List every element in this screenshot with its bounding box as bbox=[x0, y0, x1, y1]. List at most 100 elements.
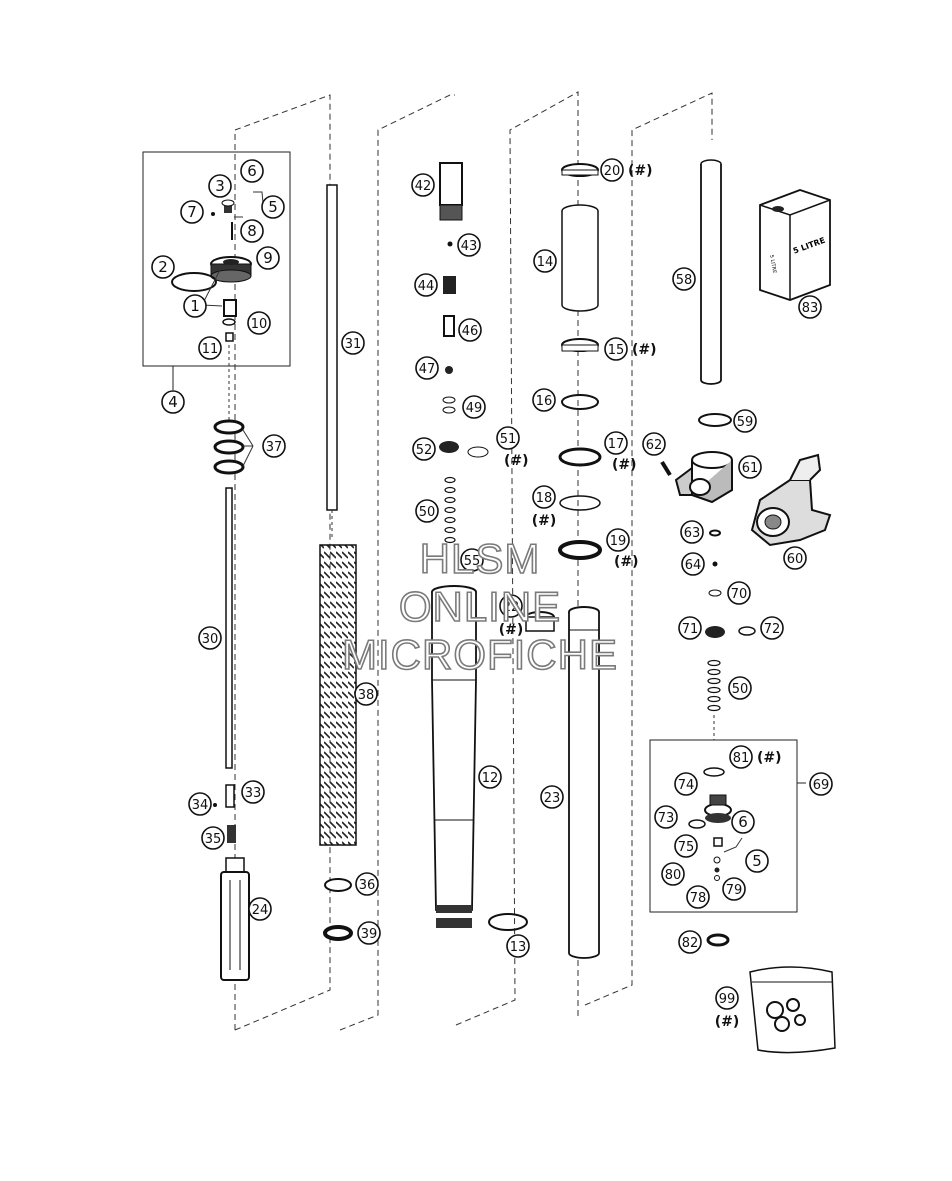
callout-number: 43 bbox=[461, 239, 478, 254]
callout-circle bbox=[661, 862, 685, 886]
callout-circle bbox=[738, 455, 762, 479]
callout-60: 60 bbox=[783, 546, 807, 570]
callout-number: 5 bbox=[268, 198, 278, 216]
callout-7: 7 bbox=[180, 200, 204, 224]
callout-42: 42 bbox=[411, 173, 435, 197]
callout-note: (#) bbox=[614, 554, 639, 570]
callout-circle bbox=[198, 336, 222, 360]
callout-5: 5 bbox=[261, 195, 285, 219]
callout-number: 35 bbox=[205, 832, 222, 847]
callout-number: 64 bbox=[685, 558, 702, 573]
leader-lines bbox=[201, 191, 743, 853]
callout-number: 49 bbox=[466, 401, 483, 416]
callout-circle bbox=[411, 173, 435, 197]
callout-circle bbox=[506, 934, 530, 958]
callout-number: 14 bbox=[537, 255, 554, 270]
column-separators bbox=[234, 91, 713, 1031]
callout-34: 34 bbox=[188, 792, 212, 816]
callout-18: 18(#) bbox=[532, 485, 556, 529]
watermark-line-1: HLSM bbox=[419, 535, 541, 582]
callout-number: 2 bbox=[158, 258, 168, 276]
callout-number: 7 bbox=[187, 203, 197, 221]
callout-number: 60 bbox=[787, 552, 804, 567]
callout-circle bbox=[412, 437, 436, 461]
callout-circle bbox=[458, 318, 482, 342]
callout-33: 33 bbox=[241, 780, 265, 804]
callout-note: (#) bbox=[715, 1014, 740, 1030]
callout-circle bbox=[604, 337, 628, 361]
callout-circle bbox=[783, 546, 807, 570]
callout-circle bbox=[731, 810, 755, 834]
callout-circle bbox=[241, 780, 265, 804]
callout-circle bbox=[604, 431, 628, 455]
callout-circle bbox=[798, 295, 822, 319]
callout-note: (#) bbox=[504, 453, 529, 469]
callout-circle bbox=[262, 434, 286, 458]
callout-note: (#) bbox=[612, 457, 637, 473]
callout-72: 72 bbox=[760, 616, 784, 640]
callout-number: 11 bbox=[202, 342, 219, 357]
callout-number: 19 bbox=[610, 534, 627, 549]
callout-number: 39 bbox=[361, 927, 378, 942]
watermark-line-2: ONLINE bbox=[398, 583, 562, 630]
part-60-clamp bbox=[750, 453, 832, 547]
callout-46: 46 bbox=[458, 318, 482, 342]
part-99-seal-kit-bag bbox=[749, 966, 836, 1054]
callout-number: 8 bbox=[247, 222, 257, 240]
callout-19: 19 (#) bbox=[606, 528, 639, 570]
callout-6: 6 bbox=[240, 159, 264, 183]
callout-39: 39 bbox=[357, 921, 381, 945]
left-column-parts bbox=[213, 419, 250, 981]
callout-9: 9 bbox=[256, 246, 280, 270]
callout-69: 69 bbox=[809, 772, 833, 796]
part-30-rod bbox=[225, 487, 233, 769]
callout-number: 24 bbox=[252, 903, 269, 918]
callout-10: 10 bbox=[247, 311, 271, 335]
callout-37: 37 bbox=[262, 434, 286, 458]
callout-44: 44 bbox=[414, 273, 438, 297]
callout-number: 42 bbox=[415, 179, 432, 194]
callout-1: 1 bbox=[183, 294, 207, 318]
callout-43: 43 bbox=[457, 233, 481, 257]
column-3-parts bbox=[431, 162, 528, 931]
callout-circle bbox=[161, 390, 185, 414]
callout-number: 4 bbox=[168, 393, 178, 411]
callout-circle bbox=[674, 834, 698, 858]
callout-64: 64 bbox=[681, 552, 705, 576]
part-23-inner-tube bbox=[568, 606, 600, 959]
part-24-cartridge bbox=[220, 857, 250, 981]
callout-circle bbox=[760, 616, 784, 640]
callout-number: 51 bbox=[500, 432, 517, 447]
callout-number: 31 bbox=[345, 337, 362, 352]
callout-circle bbox=[727, 581, 751, 605]
callout-circle bbox=[606, 528, 630, 552]
callout-circle bbox=[355, 872, 379, 896]
callout-11: 11 bbox=[198, 336, 222, 360]
callout-circle bbox=[672, 267, 696, 291]
callout-circle bbox=[532, 388, 556, 412]
callout-3: 3 bbox=[208, 174, 232, 198]
callout-number: 80 bbox=[665, 868, 682, 883]
callout-6: 6 bbox=[731, 810, 755, 834]
callout-number: 20 bbox=[604, 164, 621, 179]
callout-number: 37 bbox=[266, 440, 283, 455]
callout-75: 75 bbox=[674, 834, 698, 858]
callout-71: 71 bbox=[678, 616, 702, 640]
callout-circle bbox=[678, 930, 702, 954]
callout-20: 20(#) bbox=[600, 158, 653, 182]
callout-number: 16 bbox=[536, 394, 553, 409]
callout-number: 63 bbox=[684, 526, 701, 541]
callout-circle bbox=[600, 158, 624, 182]
callout-circle bbox=[533, 249, 557, 273]
callout-50: 50 bbox=[728, 676, 752, 700]
part-12-outer-tube bbox=[431, 585, 477, 928]
callout-circle bbox=[686, 885, 710, 909]
callout-5: 5 bbox=[745, 849, 769, 873]
callout-number: 1 bbox=[190, 297, 200, 315]
callout-74: 74 bbox=[674, 772, 698, 796]
callout-circle bbox=[532, 485, 556, 509]
callout-2: 2 bbox=[151, 255, 175, 279]
callout-number: 50 bbox=[419, 505, 436, 520]
callout-note: (#) bbox=[757, 750, 782, 766]
